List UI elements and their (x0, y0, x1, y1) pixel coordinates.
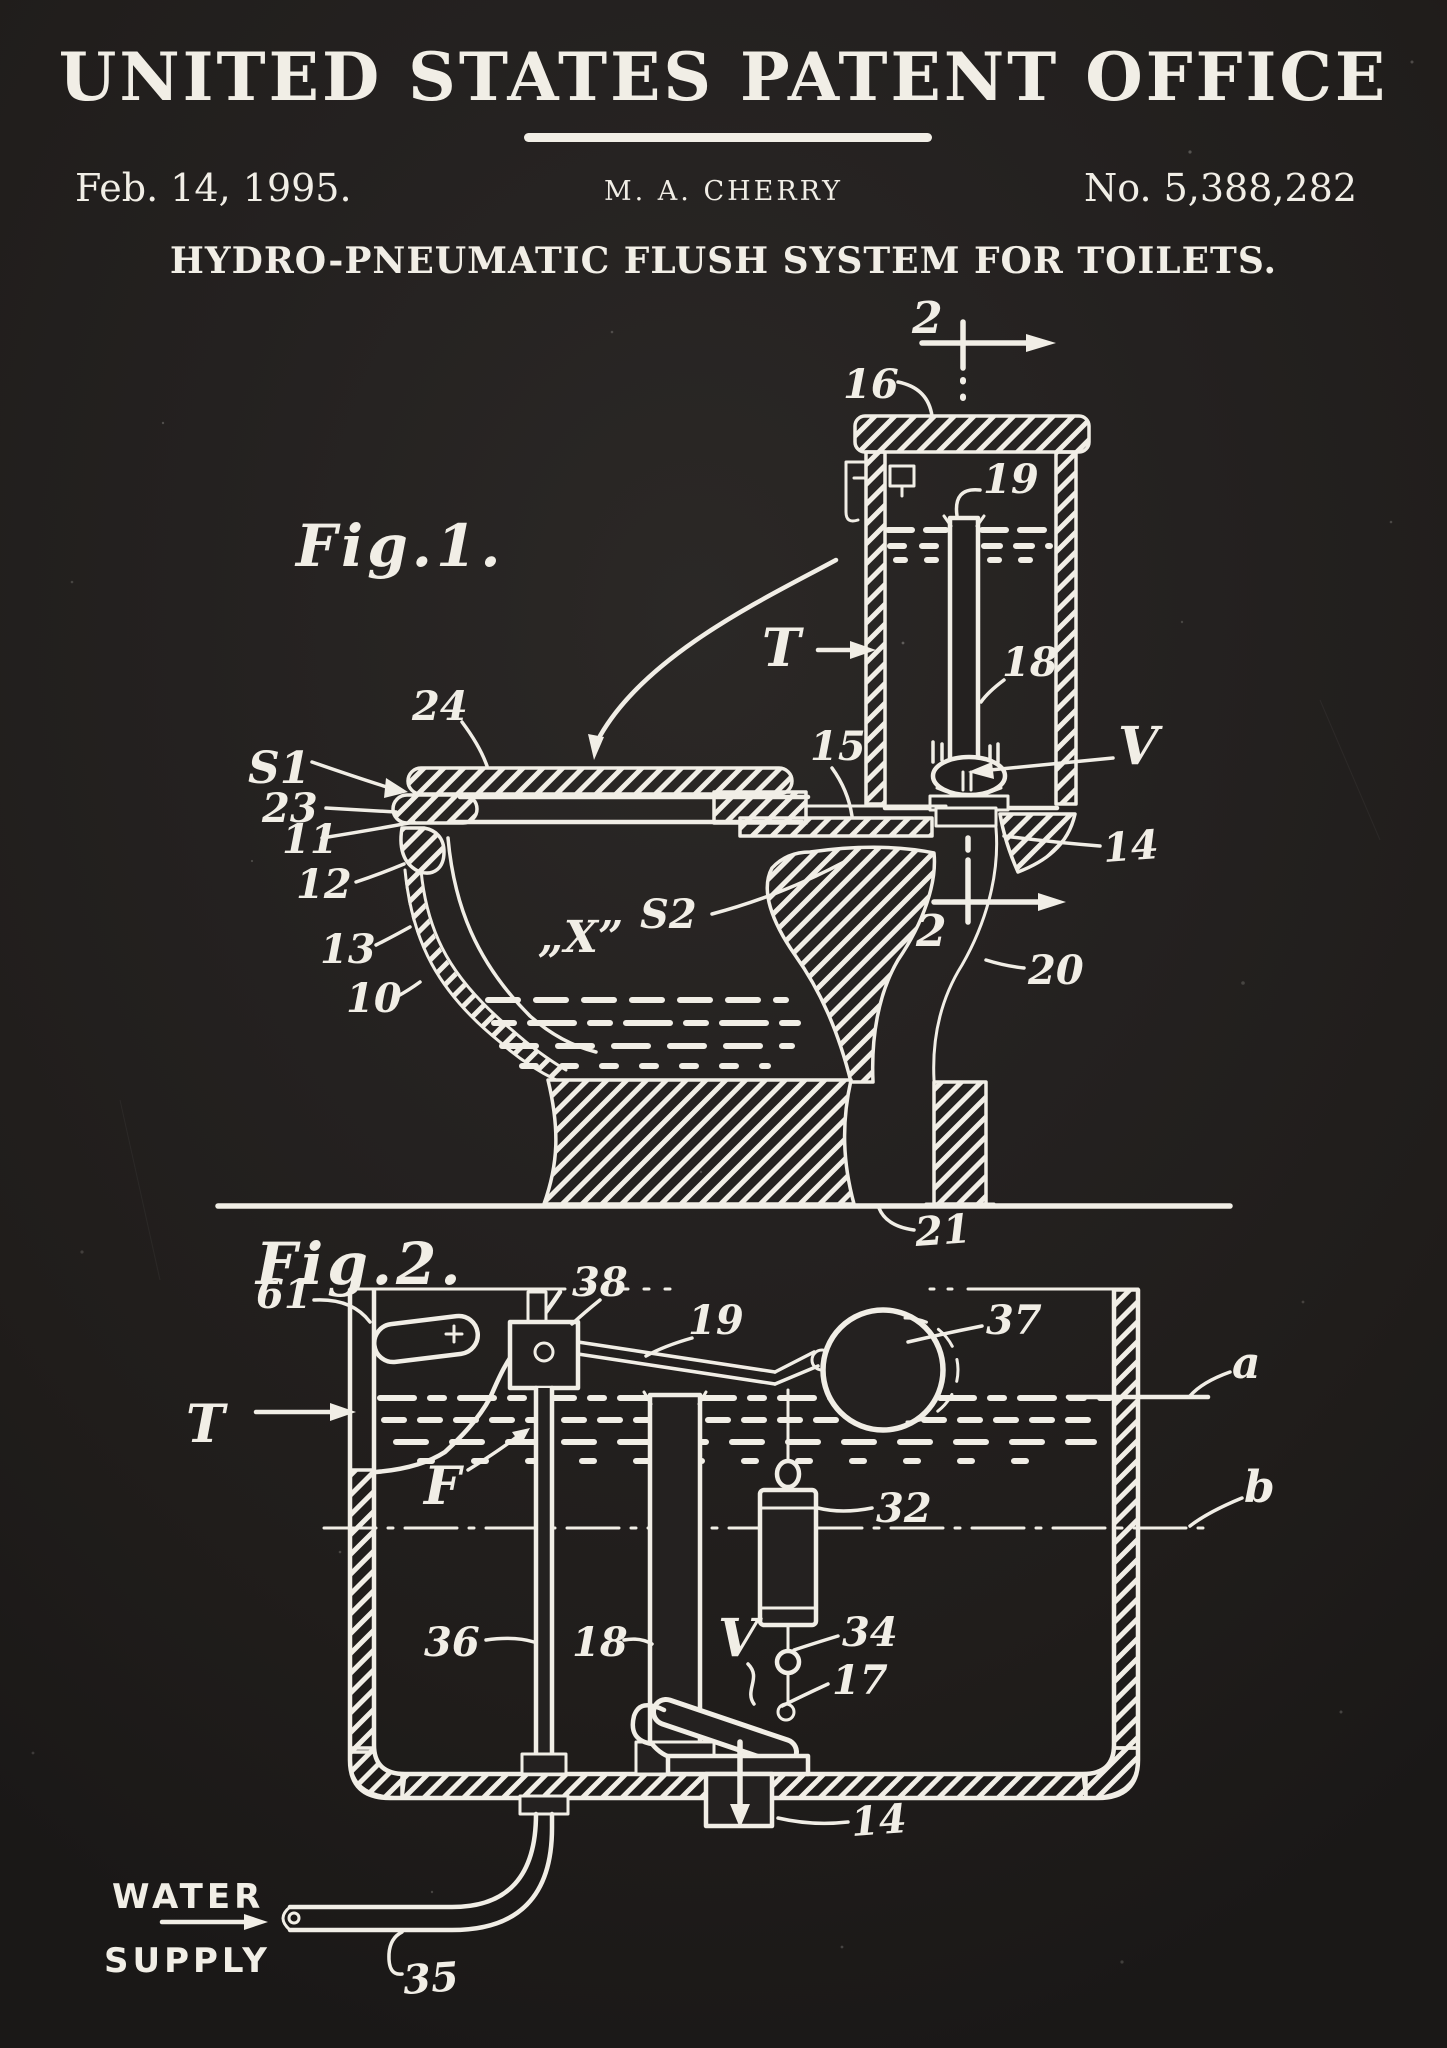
fig2-callout-37: 37 (906, 1297, 1042, 1344)
fig2-handle (371, 1313, 481, 1365)
svg-text:T: T (762, 618, 804, 679)
svg-text:36: 36 (424, 1619, 480, 1666)
fig2-actuator (757, 1388, 819, 1722)
svg-text:b: b (1244, 1462, 1275, 1513)
svg-text:34: 34 (842, 1609, 898, 1656)
svg-text:14: 14 (1101, 821, 1160, 872)
fig2-callout-v: V (718, 1608, 763, 1706)
patent-number: No. 5,388,282 (1083, 166, 1357, 210)
svg-text:S2: S2 (640, 891, 697, 938)
svg-text:17: 17 (832, 1657, 888, 1704)
fig2-callout-35: 35 (387, 1930, 460, 2004)
fig1-bowl (399, 826, 801, 1082)
svg-text:12: 12 (296, 861, 352, 908)
fig1-tank (844, 414, 1091, 812)
fig1-callout-12: 12 (296, 861, 406, 908)
fig2-callout-tank: T (186, 1394, 356, 1455)
water-label: WATER (112, 1877, 264, 1917)
fig1-curved-arrow (588, 557, 839, 760)
figure-2: Fig.2. (104, 1230, 1275, 2004)
svg-text:38: 38 (572, 1259, 628, 1306)
svg-text:19: 19 (688, 1297, 744, 1344)
fig2-fill-valve (507, 1290, 834, 1391)
title-divider (524, 133, 932, 142)
fig2-callout-32: 32 (816, 1485, 932, 1532)
svg-text:16: 16 (843, 361, 899, 408)
fig1-callout-20: 20 (984, 947, 1084, 994)
fig2-supply-riser (281, 1385, 570, 1933)
fig2-callout-a: a (1188, 1338, 1261, 1398)
fig2-callout-14: 14 (776, 1795, 908, 1846)
fig1-callout-16: 16 (843, 361, 934, 418)
svg-text:V: V (718, 1608, 763, 1669)
svg-text:S1: S1 (248, 743, 310, 794)
fig1-callout-s1: S1 (248, 743, 408, 798)
invention-title: HYDRO-PNEUMATIC FLUSH SYSTEM FOR TOILETS… (169, 240, 1278, 282)
svg-text:23: 23 (261, 785, 318, 832)
fig2-caption: Fig.2. (254, 1230, 465, 1298)
svg-text:18: 18 (1002, 639, 1058, 686)
svg-text:10: 10 (346, 975, 402, 1022)
svg-text:18: 18 (572, 1619, 628, 1666)
svg-text:„X”: „X” (538, 912, 623, 963)
page-title: UNITED STATES PATENT OFFICE (58, 38, 1389, 116)
fig2-float-ball (820, 1307, 960, 1433)
fig1-seat (391, 766, 948, 825)
svg-text:V: V (1118, 716, 1163, 777)
fig2-callout-f: F (422, 1428, 530, 1517)
fig1-trapway (542, 806, 1077, 1206)
svg-text:32: 32 (876, 1485, 932, 1532)
fig1-callout-valve: V (968, 716, 1163, 779)
fig1-callout-21: 21 (877, 1205, 972, 1256)
fig2-callout-19: 19 (644, 1297, 744, 1358)
svg-text:37: 37 (986, 1297, 1042, 1344)
fig2-callout-b: b (1188, 1462, 1275, 1528)
svg-text:21: 21 (912, 1205, 972, 1256)
fig2-callout-36: 36 (424, 1619, 536, 1666)
svg-text:2: 2 (915, 906, 947, 957)
svg-text:20: 20 (1027, 947, 1084, 994)
svg-text:15: 15 (810, 723, 866, 770)
fig1-callout-11: 11 (282, 816, 416, 863)
fig1-callout-18: 18 (979, 639, 1058, 704)
fig2-callout-38: 38 (570, 1259, 628, 1326)
fig1-callout-23: 23 (261, 785, 398, 832)
patent-date: Feb. 14, 1995. (75, 166, 352, 210)
svg-text:T: T (186, 1394, 228, 1455)
svg-text:11: 11 (282, 816, 338, 863)
svg-text:2: 2 (911, 293, 943, 344)
fig2-callout-61: 61 (256, 1271, 372, 1324)
fig2-outlet (703, 1739, 775, 1829)
fig1-section-marker-mid: 2 (915, 835, 1066, 957)
svg-text:a: a (1232, 1338, 1261, 1389)
svg-text:61: 61 (256, 1271, 312, 1318)
svg-text:13: 13 (320, 926, 376, 973)
fig1-callout-13: 13 (320, 925, 412, 973)
fig1-callout-10: 10 (346, 975, 422, 1022)
fig2-tank (347, 1287, 1141, 1801)
chalk-specks (31, 60, 1414, 1964)
fig1-callout-tank: T (762, 618, 876, 679)
svg-text:35: 35 (401, 1953, 460, 2004)
inventor-name: M. A. CHERRY (603, 176, 844, 207)
svg-text:19: 19 (983, 456, 1039, 503)
fig1-callout-19: 19 (954, 456, 1039, 518)
svg-text:24: 24 (411, 683, 468, 730)
fig1-caption: Fig.1. (294, 512, 505, 580)
fig1-section-marker-top: 2 (911, 293, 1056, 416)
fig1-callout-x: „X” (538, 912, 623, 963)
fig1-callout-24: 24 (411, 683, 489, 768)
figure-1: Fig.1. 2 (215, 293, 1233, 1256)
fig2-water-supply: WATER SUPPLY (104, 1877, 271, 1981)
fig1-callout-15: 15 (810, 723, 866, 818)
supply-label: SUPPLY (104, 1941, 271, 1981)
fig2-callout-17: 17 (780, 1657, 888, 1708)
fig2-callout-34: 34 (792, 1609, 898, 1656)
svg-text:F: F (422, 1456, 464, 1517)
svg-text:14: 14 (849, 1795, 908, 1846)
fig2-callout-18: 18 (572, 1619, 654, 1666)
